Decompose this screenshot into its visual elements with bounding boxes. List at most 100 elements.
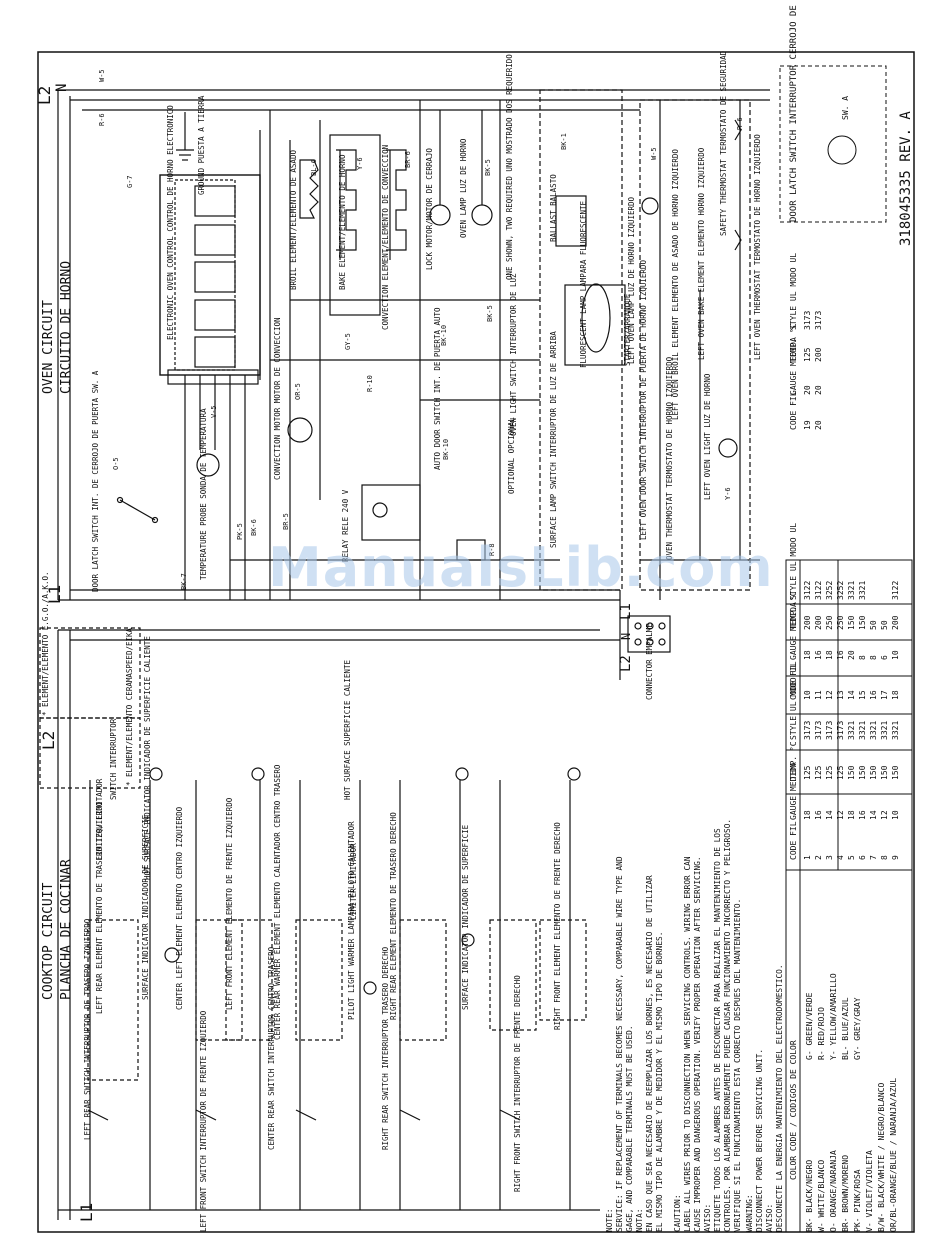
- connector-l1: L1: [618, 603, 634, 620]
- wire-table-cell: 18: [891, 690, 900, 700]
- connector-l2: L2: [618, 655, 634, 672]
- wire-tag: BK-7: [180, 573, 188, 590]
- oven-titles: OVEN CIRCUIT CIRCUITO DE HORNO L1 L2 N: [35, 84, 74, 604]
- wire-table-cell: 3173: [836, 721, 845, 740]
- wire-table-cell: 13: [836, 690, 845, 700]
- wire-table-cell: 150: [869, 765, 878, 780]
- convection-element-label: CONVECTION ELEMENT/ELEMENTO DE CONVECCIO…: [381, 145, 390, 330]
- wire-tag: BK-5: [484, 159, 492, 176]
- wire-table-cell: 50: [869, 620, 878, 630]
- sw-a-inset-label: SW. A: [841, 96, 850, 120]
- wire-table-cell: 20: [814, 385, 823, 395]
- cooktop-circuit: [39, 615, 671, 1220]
- wire-table-cell: 150: [858, 615, 867, 630]
- wire-table-cell: 150: [847, 765, 856, 780]
- color-row-right: GY- GREY/GRAY: [853, 997, 862, 1060]
- lock-motor-label: LOCK MOTOR/MOTOR DE CERRAJO: [425, 148, 434, 270]
- center-rear-warmer-label: CENTER REAR WARMER ELEMENT ELEMENTO CALE…: [273, 764, 282, 1040]
- left-rear-element-label: LEFT REAR ELEMENT ELEMENTO DE TRASERO IZ…: [95, 801, 104, 1014]
- door-latch-switch-inset-label: DOOR LATCH SWITCH INTERRUPTOR CERROJO DE…: [789, 0, 799, 222]
- wire-table-cell: 125: [814, 765, 823, 780]
- oven-title-en: OVEN CIRCUIT: [41, 300, 56, 394]
- wire-table-cell: 7: [869, 855, 878, 860]
- wire-table-cell: 6: [858, 855, 867, 860]
- broil-element-label: BROIL ELEMENT/ELEMENTO DE ASADO: [289, 150, 298, 290]
- wire-table-cell: 5: [847, 855, 856, 860]
- wire-table-header: TEMP. °C: [789, 323, 798, 362]
- note-line: NOTE:: [605, 1209, 614, 1232]
- terminal-l1-cooktop: L1: [77, 1203, 96, 1222]
- oven-wire-tags: W-5 R-6 R-6 W-5 G-7 BK-1 Y-6 BL-6 BR-6 B…: [98, 69, 744, 590]
- wire-table-cell: 16: [836, 650, 845, 660]
- wire-table-cell: 10: [803, 690, 812, 700]
- wire-table-cell: 3321: [847, 721, 856, 740]
- color-row-right: Y- YELLOW/AMARILLO: [829, 973, 838, 1060]
- wire-table-cell: 150: [847, 615, 856, 630]
- left-rear-switch-label: LEFT REAR SWITCH INTERRUPTOR DE TRASERO …: [83, 918, 92, 1140]
- left-oven-lamp-label: LEFT OVEN LAMP LUZ DE HORNO IZQUIERDO: [627, 196, 636, 364]
- color-row-left: W- WHITE/BLANCO: [817, 1160, 826, 1232]
- one-shown-label: ONE SHOWN, TWO REQUIRED UNO MOSTRADO DOS…: [505, 54, 514, 280]
- ground-label: GROUND PUESTA A TIERRA: [197, 95, 206, 195]
- wire-table-header: CODE FIL: [789, 661, 798, 700]
- color-row-right: G- GREEN/VERDE: [805, 992, 814, 1060]
- wire-table-cell: 9: [891, 855, 900, 860]
- wire-table-cell: 3122: [891, 581, 900, 600]
- wire-table-cell: 18: [847, 810, 856, 820]
- wire-table-cell: 50: [880, 620, 889, 630]
- warning-line: AVISO:: [765, 1204, 774, 1232]
- wire-table-header: STYLE UL MODO UL: [789, 253, 798, 330]
- wire-table-cell: 3122: [803, 581, 812, 600]
- wire-table-cell: 16: [814, 810, 823, 820]
- wire-table-cell: 10: [891, 650, 900, 660]
- left-front-element-label: LEFT FRONT ELEMENT ELEMENTO DE FRENTE IZ…: [225, 797, 234, 1010]
- wire-table-cell: 125: [803, 765, 812, 780]
- surface-lamp-switch-label: SURFACE LAMP SWITCH INTERRUPTOR DE LUZ D…: [549, 331, 558, 548]
- wire-tag: GY-5: [344, 333, 352, 350]
- switch-label-1: SWITCH INTERRUPTOR: [109, 718, 118, 800]
- color-row-right: R- RED/ROJO: [817, 1007, 826, 1060]
- limiter-label-2: LIMITER LIMITADOR: [349, 843, 358, 920]
- wire-tag: BK-1: [560, 133, 568, 150]
- color-row-left: B/W- BLACK/WHITE / NEGRO/BLANCO: [877, 1083, 886, 1232]
- wire-table-cell: 19: [803, 420, 812, 430]
- wire-table-header: CODE FIL: [789, 391, 798, 430]
- wire-table-header: STYLE UL MODO UL: [789, 663, 798, 740]
- wire-table-cell: 14: [847, 690, 856, 700]
- wire-tag: W-5: [98, 69, 106, 82]
- wire-table-cell: 20: [803, 385, 812, 395]
- limiter-label-1: LIMITER/ LIMITADOR: [95, 778, 104, 860]
- color-code-text: COLOR CODE / CODIGOS DE COLOR BK- BLACK/…: [789, 973, 898, 1232]
- color-row-left: V- VIOLET/VIOLETA: [865, 1150, 874, 1232]
- wire-table-cell: 125: [825, 765, 834, 780]
- note-line: GAGE, AND COMPARABLE TERMINALS MUST BE U…: [625, 1025, 634, 1232]
- wire-table-cell: 20: [847, 650, 856, 660]
- fluorescent-lamp-label: FLUORESCENT LAMP LAMPARA FLUORESCENTE: [579, 200, 588, 368]
- surface-indicator-left-label: SURFACE INDICATOR INDICADOR DE SUPERFICI…: [141, 814, 150, 1000]
- terminal-l2-oven: L2: [35, 86, 54, 105]
- wire-table-cell: 200: [803, 615, 812, 630]
- oven-circuit: [57, 89, 770, 640]
- wire-tag: PK-5: [236, 523, 244, 540]
- wire-tag: BK-10: [440, 325, 448, 346]
- wire-table-cell: 3321: [869, 721, 878, 740]
- part-number: 318045335 REV. A: [898, 111, 914, 246]
- wire-tag: BK-5: [486, 305, 494, 322]
- wire-table-cell: 12: [836, 810, 845, 820]
- wire-tag: BK-10: [442, 439, 450, 460]
- wire-table-cell: 16: [858, 810, 867, 820]
- wire-table-header: GAUGE MEDIDA: [789, 762, 798, 820]
- hot-surface-label: HOT SURFACE SUPERFICIE CALIENTE: [343, 660, 352, 800]
- left-front-switch-label: LEFT FRONT SWITCH INTERRUPTOR DE FRENTE …: [199, 1010, 208, 1232]
- wire-tag: OR-5: [294, 383, 302, 400]
- watermark: ManualsLib.com: [268, 536, 774, 599]
- service-notes: NOTE: SERVICE: IF REPLACEMENT OF TERMINA…: [605, 819, 784, 1232]
- cooktop-title-es: PLANCHA DE COCINAR: [59, 859, 74, 1000]
- wire-table-cell: 3: [825, 855, 834, 860]
- terminal-n-oven: N: [54, 84, 70, 92]
- wire-table-cell: 250: [836, 615, 845, 630]
- wire-table-cell: 3173: [803, 721, 812, 740]
- wire-table-cell: 200: [891, 615, 900, 630]
- wire-table-cell: 2: [814, 855, 823, 860]
